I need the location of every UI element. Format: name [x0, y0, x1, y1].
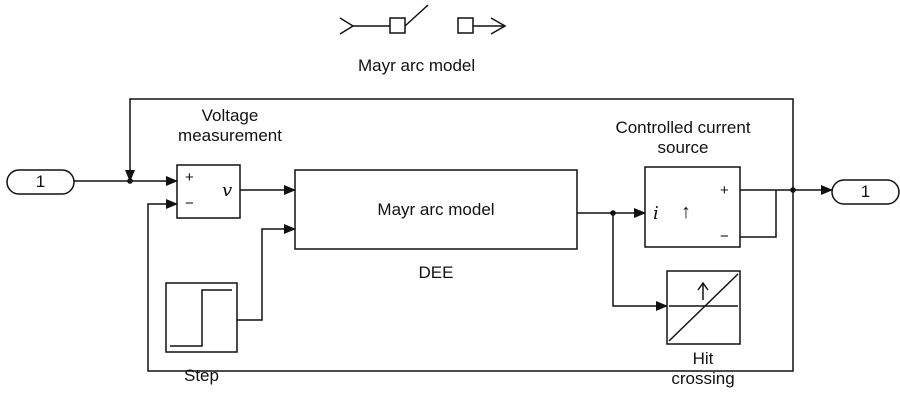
signal-step-to-dee [237, 224, 296, 321]
outport-number: 1 [860, 182, 871, 201]
dee-label: DEE [418, 263, 454, 282]
inport-number: 1 [35, 172, 46, 191]
hit-crossing-line2: crossing [671, 369, 735, 388]
signal-loop-top [125, 98, 794, 190]
voltage-measurement-line1: Voltage [201, 106, 259, 125]
current-source-title: Controlled current source [583, 118, 783, 158]
signal-source-minus-loop [740, 190, 777, 238]
voltage-measurement-block[interactable] [176, 164, 241, 219]
voltage-measurement-line2: measurement [178, 126, 282, 145]
hit-crossing-title: Hit crossing [653, 349, 753, 389]
dee-block[interactable] [294, 169, 578, 250]
vm-minus-sign: − [185, 195, 194, 212]
vm-symbol: v [222, 180, 233, 201]
controlled-current-source-block[interactable] [644, 166, 741, 248]
hit-crossing-icon [668, 273, 739, 342]
step-waveform [170, 289, 232, 347]
signal-loop-bottom [147, 190, 794, 372]
current-source-plus: + [720, 182, 729, 199]
breaker-label: Mayr arc model [358, 56, 476, 75]
step-label: Step [184, 366, 219, 385]
vm-plus-sign: + [185, 169, 194, 186]
signal-dee-to-hit [612, 213, 668, 311]
current-source-symbol: i [653, 203, 659, 224]
current-source-line1: Controlled current [615, 118, 751, 137]
voltage-measurement-title: Voltage measurement [150, 106, 310, 146]
current-source-line2: source [657, 138, 709, 157]
current-source-minus: − [720, 228, 729, 245]
current-source-arrow-icon: ↑ [681, 201, 691, 223]
junction-dots [127, 178, 796, 216]
dee-block-text: Mayr arc model [377, 200, 495, 219]
hit-crossing-line1: Hit [692, 349, 714, 368]
inport-shape[interactable] [6, 169, 75, 195]
breaker-symbol [339, 4, 507, 35]
